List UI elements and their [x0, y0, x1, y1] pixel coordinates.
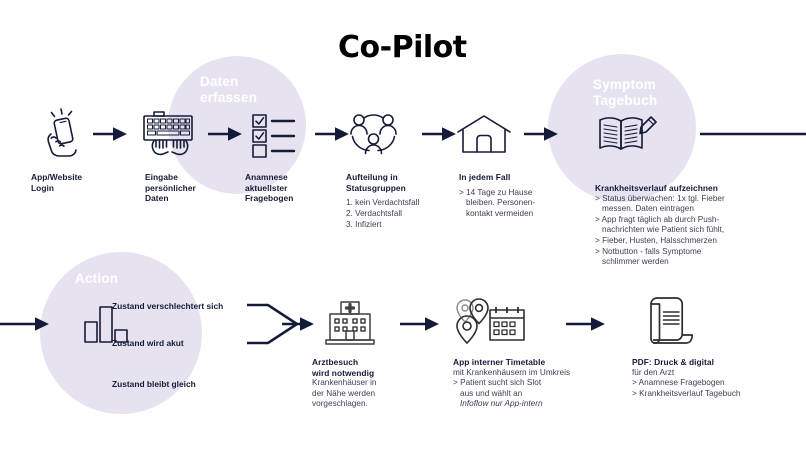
step-label-app-interner-timetable: App interner Timetable mit Krankenhäuser…: [453, 357, 593, 410]
heading-line1: Eingabe: [145, 172, 178, 182]
step-label-eingabe-persoenlicher-daten: Eingabe persönlicher Daten: [145, 172, 241, 204]
heading-line2: Login: [31, 182, 55, 193]
circle-action: [40, 252, 202, 414]
page-title: Co-Pilot: [338, 30, 467, 65]
body-line: kontakt vermeiden: [466, 208, 534, 218]
hospital-icon: [325, 301, 375, 345]
list-item: 2. Verdachtsfall: [346, 208, 402, 218]
branch-merge-arrow: [247, 303, 314, 345]
body-line: > 14 Tage zu Hause: [459, 187, 533, 197]
heading: Krankheitsverlauf aufzeichnen: [595, 183, 718, 193]
heading-line2: wird notwendig: [312, 367, 375, 378]
branch-label-gleich: Zustand bleibt gleich: [112, 379, 196, 389]
circle-label-line2: Tagebuch: [593, 93, 658, 108]
heading-line1: Aufteilung in: [346, 172, 398, 182]
body-line: Krankenhäuser in: [312, 378, 377, 388]
heading-line1: Arztbesuch: [312, 357, 359, 367]
bar-chart-icon: [84, 306, 128, 343]
body-line-italic: Infoflow nur App-intern: [460, 399, 543, 409]
step-label-anamnese-fragebogen: Anamnese aktuellster Fragebogen: [245, 172, 341, 204]
circle-label-daten-erfassen: Daten erfassen: [200, 74, 257, 106]
body-line: > Status überwachen: 1x tgl. Fieber: [595, 193, 725, 203]
house-icon: [457, 115, 511, 153]
body-line: vorgeschlagen.: [312, 399, 368, 409]
statusgruppen-list: 1. kein Verdachtsfall 2. Verdachtsfall 3…: [346, 198, 456, 230]
body-line: der Nähe werden: [312, 388, 376, 398]
document-scroll-icon: [650, 297, 694, 344]
checklist-icon: [252, 114, 296, 158]
circle-label-symptom-tagebuch: Symptom Tagebuch: [593, 77, 657, 109]
body-line: > Notbutton - falls Symptome: [595, 246, 702, 256]
branch-label-akut: Zustand wird akut: [112, 338, 184, 348]
hands-typing-keyboard-icon: [143, 111, 193, 156]
heading-line1: Anamnese: [245, 172, 288, 182]
step-label-pdf-druck-digital: PDF: Druck & digital für den Arzt > Anam…: [632, 357, 792, 399]
circle-label-line1: Daten: [200, 74, 239, 89]
body-line: > Patient sucht sich Slot: [453, 378, 542, 388]
body-line: aus und wählt an: [460, 388, 523, 398]
step-label-krankheitsverlauf-aufzeichnen: Krankheitsverlauf aufzeichnen > Status ü…: [595, 183, 800, 268]
list-item: 1. kein Verdachtsfall: [346, 198, 420, 208]
heading-line2: aktuellster: [245, 182, 288, 193]
heading-line3: Fragebogen: [245, 193, 294, 204]
heading: In jedem Fall: [459, 172, 511, 182]
body-line: messen. Daten eintragen: [602, 204, 694, 214]
body-line: > Fieber, Husten, Halsschmerzen: [595, 235, 717, 245]
body-line: schlimmer werden: [602, 257, 669, 267]
circle-symptom-tagebuch: [548, 54, 696, 202]
hand-holding-phone-icon: [47, 108, 77, 157]
heading-line2: Statusgruppen: [346, 182, 406, 193]
heading-line3: Daten: [145, 193, 169, 204]
circle-label-line1: Symptom: [593, 77, 656, 92]
list-item: 3. Infiziert: [346, 219, 382, 229]
body-line: für den Arzt: [632, 367, 675, 377]
body-line: nachrichten wie Patient sich fühlt,: [602, 225, 725, 235]
body-line: mit Krankenhäusern im Umkreis: [453, 367, 571, 377]
heading: PDF: Druck & digital: [632, 357, 714, 367]
circle-daten-erfassen: [168, 56, 306, 194]
notebook-pencil-icon: [599, 116, 657, 150]
step-label-aufteilung-statusgruppen: Aufteilung in Statusgruppen 1. kein Verd…: [346, 172, 456, 231]
people-group-icon: [350, 114, 397, 155]
step-label-in-jedem-fall: In jedem Fall > 14 Tage zu Hause bleiben…: [459, 172, 577, 219]
circle-label-line1: Action: [75, 271, 119, 286]
circle-label-action: Action: [75, 271, 118, 287]
heading-line1: App/Website: [31, 172, 83, 182]
heading: App interner Timetable: [453, 357, 546, 367]
branch-label-verschlechtert: Zustand verschlechtert sich: [112, 301, 224, 311]
step-label-app-website-login: App/Website Login: [31, 172, 127, 193]
heading-line2: persönlicher: [145, 182, 196, 193]
map-pins-calendar-icon: [456, 298, 525, 344]
body-line: > Krankheitsverlauf Tagebuch: [632, 388, 741, 398]
circle-label-line2: erfassen: [200, 90, 258, 105]
body-line: > App fragt täglich ab durch Push-: [595, 214, 720, 224]
body-line: bleiben. Personen-: [466, 198, 536, 208]
body-line: > Anamnese Fragebogen: [632, 378, 725, 388]
step-label-arztbesuch: Arztbesuch wird notwendig Krankenhäuser …: [312, 357, 416, 410]
